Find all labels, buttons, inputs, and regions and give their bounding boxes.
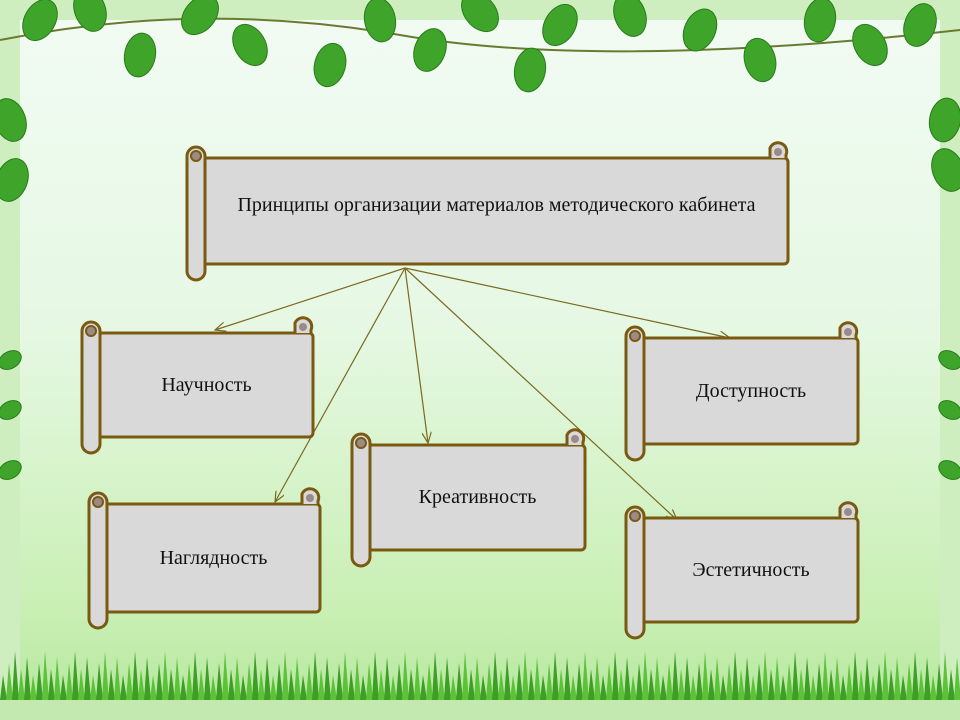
principle-label: Доступность xyxy=(695,379,807,402)
principle-label: Наглядность xyxy=(159,546,268,569)
principle-label: Научность xyxy=(161,373,252,396)
principle-scroll-dostupnost: Доступность xyxy=(624,321,860,462)
scroll-shape xyxy=(185,141,790,282)
connector-arrow xyxy=(215,267,406,330)
title-scroll: Принципы организации материалов методиче… xyxy=(185,141,790,282)
scroll-shape xyxy=(350,428,587,568)
principle-scroll-nauchnost: Научность xyxy=(80,316,315,455)
principle-scroll-naglyadnost: Наглядность xyxy=(87,487,322,630)
scroll-shape xyxy=(87,487,322,630)
connector-arrow xyxy=(404,267,730,338)
principle-scroll-kreativnost: Креативность xyxy=(350,428,587,568)
scroll-shape xyxy=(624,321,860,462)
scroll-shape xyxy=(624,501,860,640)
principle-label: Эстетичность xyxy=(692,558,810,581)
scroll-shape xyxy=(80,316,315,455)
principle-scroll-esteticnost: Эстетичность xyxy=(624,501,860,640)
connector-arrow xyxy=(275,267,406,502)
diagram-title: Принципы организации материалов методиче… xyxy=(237,193,756,216)
connector-arrow xyxy=(404,267,428,443)
principle-label: Креативность xyxy=(418,486,537,508)
connector-arrow xyxy=(404,267,677,520)
